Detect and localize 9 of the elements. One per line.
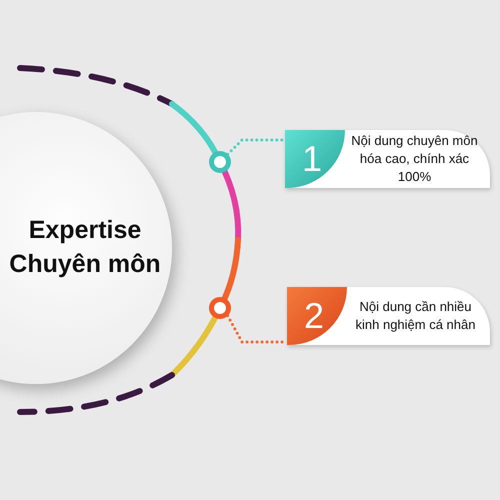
marker-circle [209,297,231,319]
hub-title: Expertise Chuyên môn [8,215,162,280]
step-number: 2 [287,287,347,345]
info-card [285,130,490,188]
card-text: Nội dung cần nhiều kinh nghiệm cá nhân [354,298,476,334]
card-text: Nội dung chuyên môn hóa cao, chính xác 100% [350,132,479,186]
info-card [287,287,490,345]
marker-circle [209,151,231,173]
step-number: 1 [285,130,345,188]
